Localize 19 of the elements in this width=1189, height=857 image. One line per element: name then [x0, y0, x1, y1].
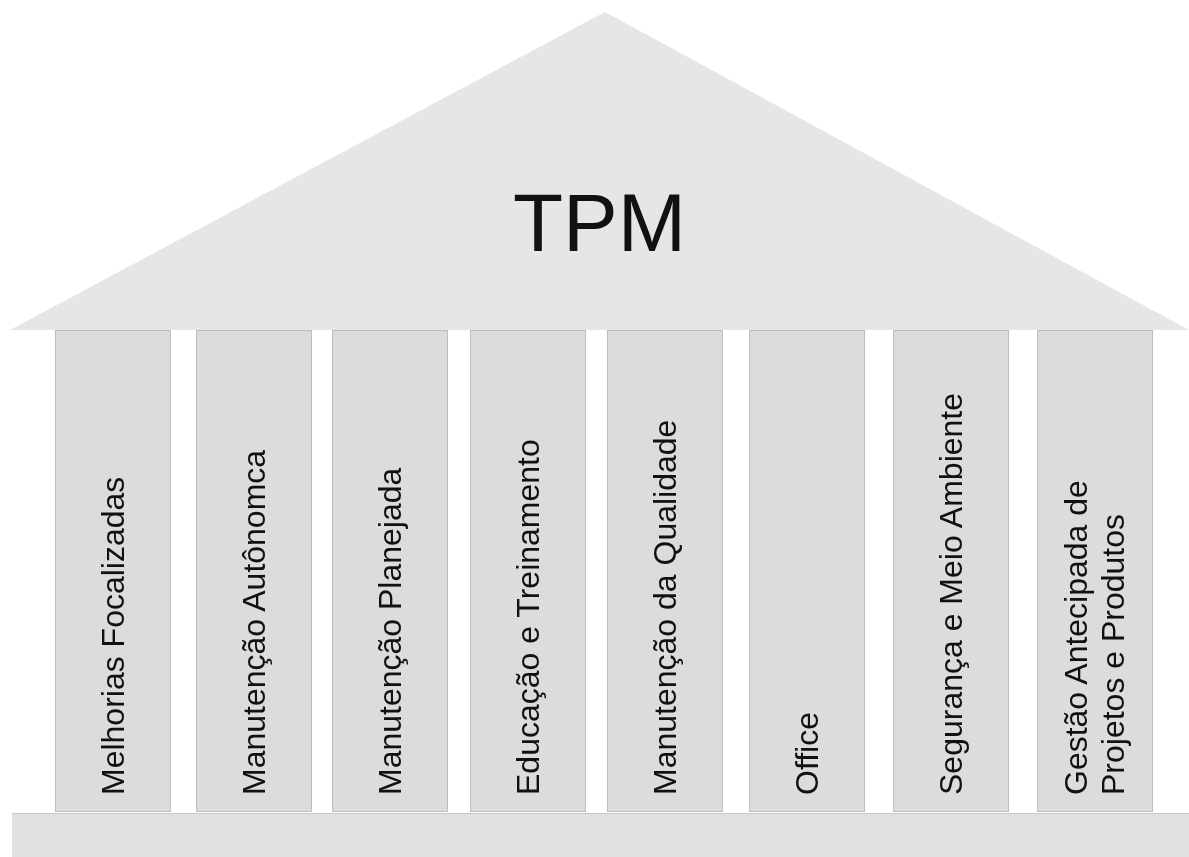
pillar	[749, 330, 865, 812]
pillar-label: Manutenção Planejada	[371, 466, 409, 795]
pillar	[196, 330, 312, 812]
pillar	[893, 330, 1009, 812]
pillar-label: Office	[788, 711, 826, 795]
roof-triangle	[10, 12, 1189, 330]
pillar-label: Educação e Treinamento	[509, 438, 547, 795]
pillar-label: Melhorias Focalizadas	[94, 475, 132, 795]
pillar-label: Manutenção Autônomca	[235, 448, 273, 795]
pillar	[607, 330, 723, 812]
pillar	[1037, 330, 1153, 812]
pillar	[332, 330, 448, 812]
base-bar	[12, 813, 1189, 857]
pillar-label: Gestão Antecipada de Projetos e Produtos	[1058, 479, 1132, 795]
pillar	[55, 330, 171, 812]
pillar-label: Segurança e Meio Ambiente	[932, 391, 970, 795]
pillar	[470, 330, 586, 812]
roof-title: TPM	[511, 182, 688, 264]
pillar-label: Manutenção da Qualidade	[646, 418, 684, 795]
